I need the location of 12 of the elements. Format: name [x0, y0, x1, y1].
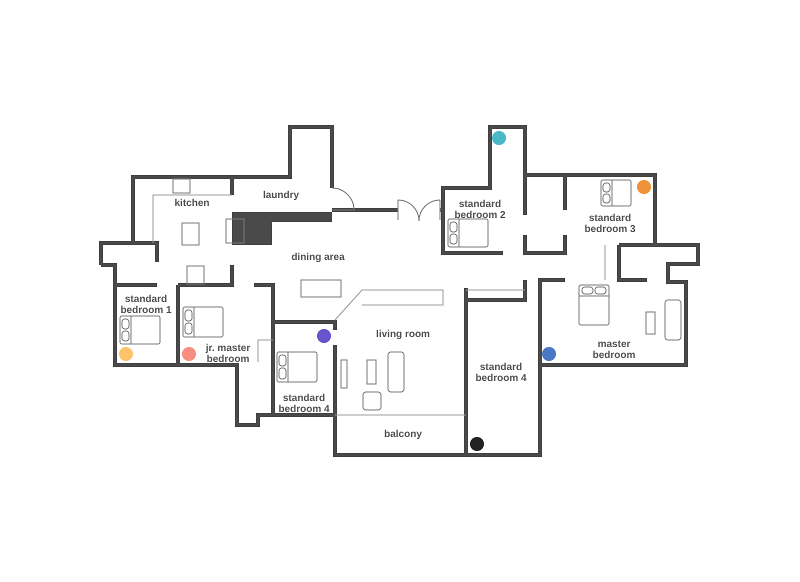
room-label: laundry: [262, 190, 300, 201]
room-label: standard bedroom 4: [474, 362, 528, 384]
room-label: standard bedroom 2: [453, 199, 507, 221]
room-label: standard bedroom 3: [583, 213, 637, 235]
room-label: standard bedroom 1: [119, 294, 173, 316]
room-label: master bedroom: [592, 339, 636, 361]
room-label: kitchen: [173, 198, 210, 209]
room-label: balcony: [383, 429, 423, 440]
room-label: jr. master bedroom: [204, 343, 252, 365]
room-label: dining area: [290, 252, 346, 263]
room-label: standard bedroom 4: [277, 393, 331, 415]
room-label: living room: [375, 329, 431, 340]
